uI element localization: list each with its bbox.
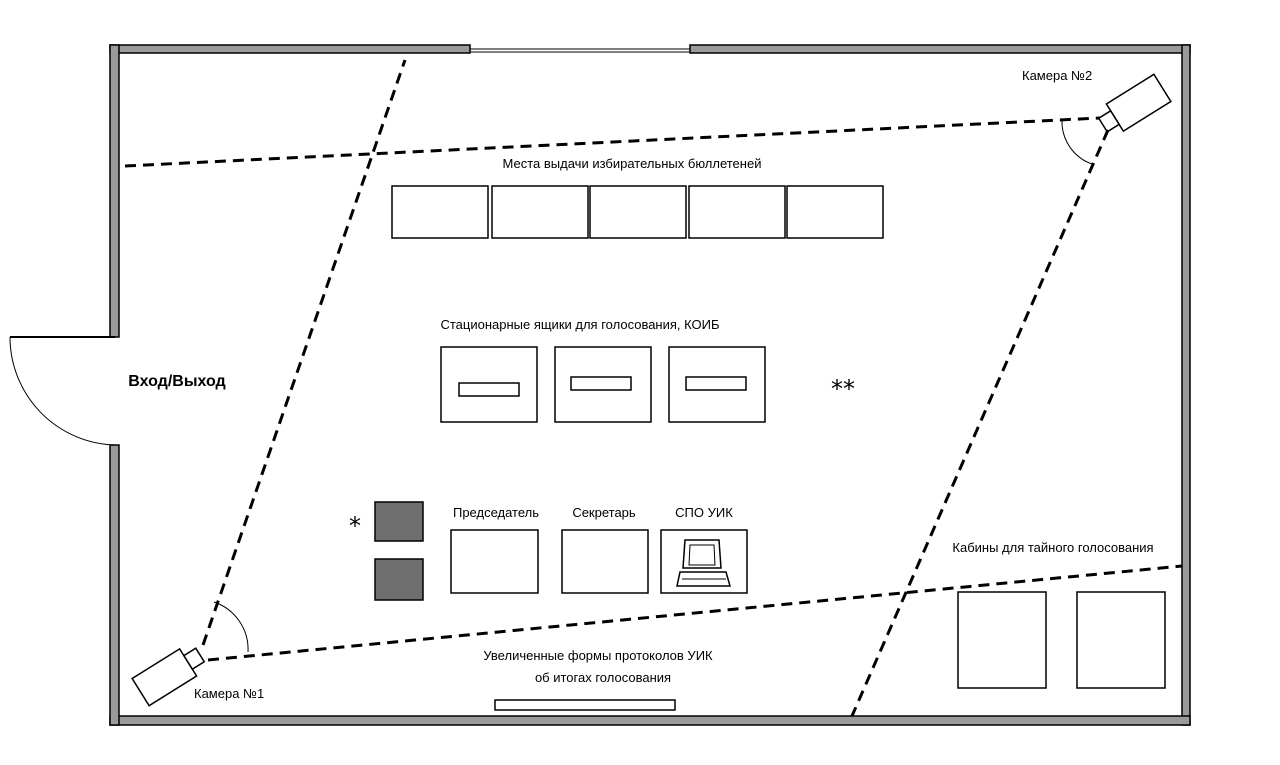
booths-label: Кабины для тайного голосования [952,540,1153,555]
double-asterisk-note: ** [831,375,855,403]
ballot-table-3 [589,185,687,239]
wall-top-right [689,44,1191,54]
ballot-table-2 [491,185,589,239]
voting-booth-1 [957,591,1047,689]
camera-2 [1061,73,1172,165]
view-line-camera2-down [850,129,1110,717]
protocols-label-line1: Увеличенные формы протоколов УИК [483,648,713,663]
entrance-door [9,336,116,446]
door-swing-arc [9,336,116,446]
camera-1-lens-icon [182,647,206,671]
ballot-box-2-slot [570,376,632,391]
view-line-camera2-left [124,116,1101,168]
ballot-boxes: Стационарные ящики для голосования, КОИБ… [440,317,855,423]
view-line-camera1-right [207,564,1183,662]
spo-label: СПО УИК [675,505,733,520]
dark-block-1 [374,501,424,542]
chairman-label: Председатель [453,505,539,520]
camera-2-lens-icon [1097,109,1121,133]
camera-1 [131,601,249,707]
ballot-table-4 [688,185,786,239]
camera-2-label: Камера №2 [1022,68,1092,83]
protocols-board: Увеличенные формы протоколов УИК об итог… [483,648,713,711]
ballot-table-1 [391,185,489,239]
secretary-label: Секретарь [572,505,636,520]
computer-icon [676,539,731,587]
camera-1-label: Камера №1 [194,686,264,701]
commission-tables: * Председатель Секретарь СПО УИК [349,501,748,601]
secretary-table [561,529,649,594]
camera-1-view-arc [213,601,249,653]
ballot-boxes-label: Стационарные ящики для голосования, КОИБ [440,317,719,332]
wall-right [1181,44,1191,726]
ballot-table-5 [786,185,884,239]
ballot-box-1-slot [458,382,520,397]
dark-block-2 [374,558,424,601]
voting-booth-2 [1076,591,1166,689]
wall-top-left [109,44,471,54]
wall-left-upper [109,44,120,338]
ballot-box-3-slot [685,376,747,391]
single-asterisk-note: * [349,512,361,540]
entrance-label: Вход/Выход [128,373,225,390]
protocols-label-line2: об итогах голосования [535,670,671,685]
camera-view-lines [124,59,1183,717]
wall-bottom [109,715,1191,726]
ballot-places-label: Места выдачи избирательных бюллетеней [503,156,762,171]
ballot-issuance-tables: Места выдачи избирательных бюллетеней [391,156,884,239]
chairman-table [450,529,539,594]
voting-booths: Кабины для тайного голосования [952,540,1166,689]
view-line-camera1-up [201,59,407,646]
camera-2-view-arc [1061,119,1093,165]
wall-left-lower [109,444,120,726]
protocols-board-rect [494,699,676,711]
